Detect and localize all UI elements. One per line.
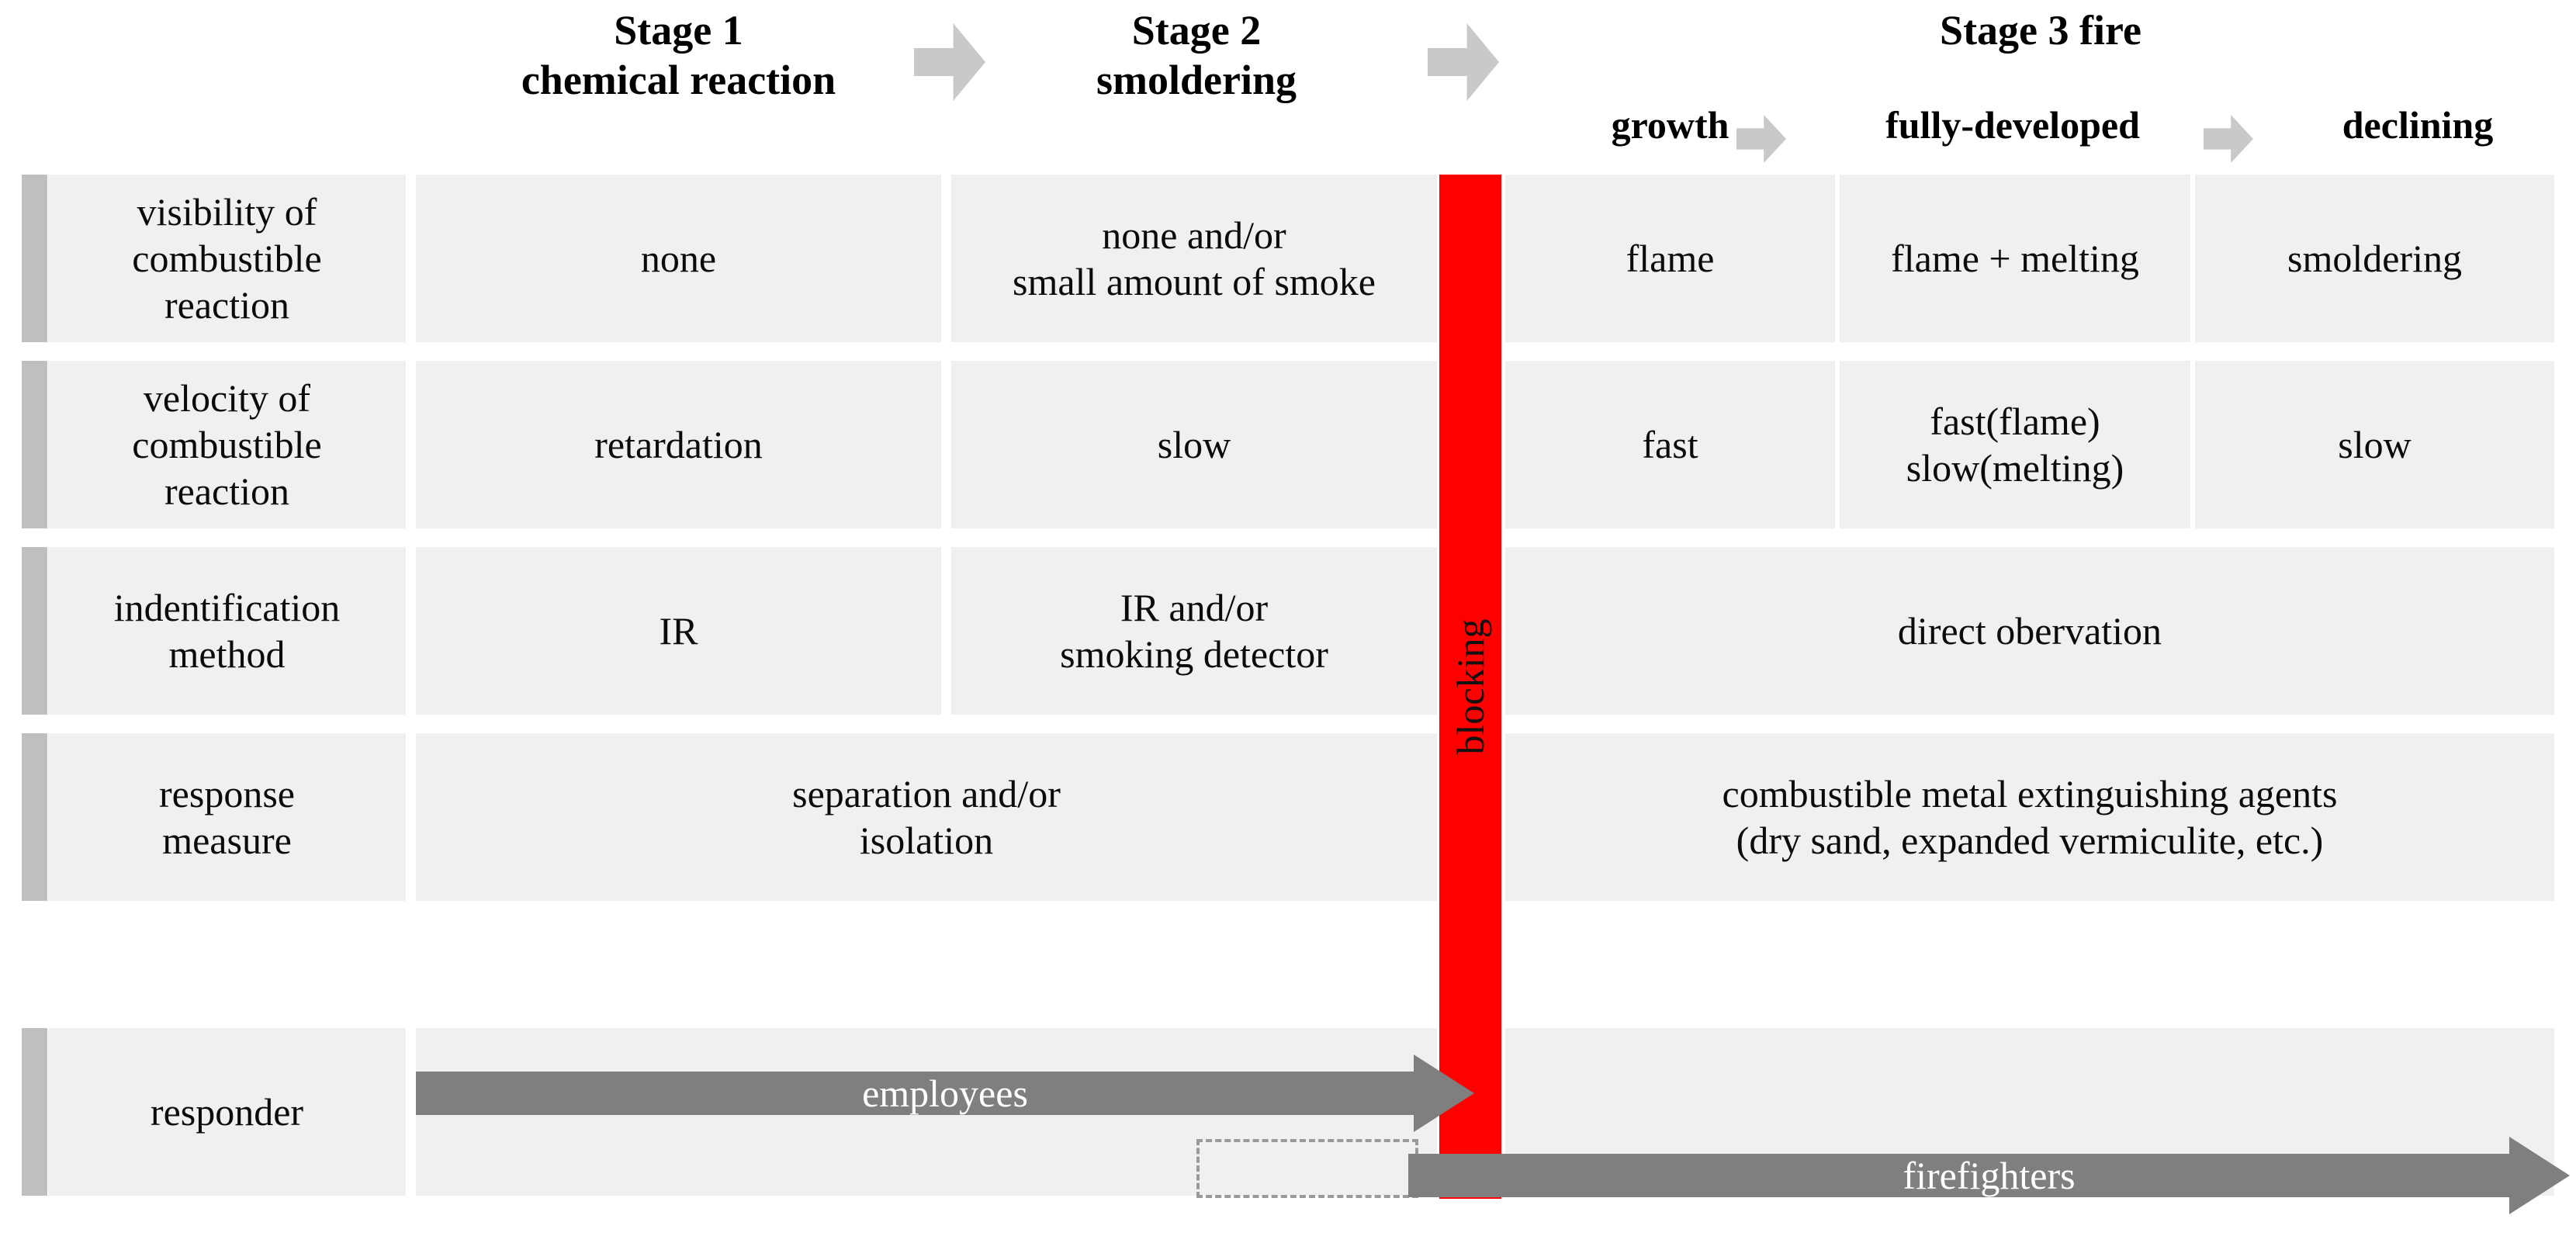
row-marker (22, 547, 47, 715)
stage-1-title: Stage 1 (614, 7, 743, 54)
stage-2-subtitle: smoldering (1096, 57, 1297, 103)
cell-response-stage3-merged: combustible metal extinguishing agents (… (1505, 733, 2554, 901)
row-marker (22, 361, 47, 528)
employees-arrow-label: employees (862, 1072, 1028, 1115)
cell-identification-stage2: IR and/or smoking detector (951, 547, 1437, 715)
dashed-placeholder-box (1196, 1139, 1418, 1198)
cell-visibility-stage1: none (416, 175, 941, 342)
right-block-arrow-icon-2 (1428, 23, 1499, 101)
row-label-responder: responder (48, 1028, 406, 1196)
cell-velocity-stage1: retardation (416, 361, 941, 528)
firefighters-arrow-label: firefighters (1903, 1154, 2076, 1197)
cell-visibility-declining: smoldering (2195, 175, 2554, 342)
cell-identification-stage3-merged: direct obervation (1505, 547, 2554, 715)
substage-growth-label: growth (1611, 103, 1729, 147)
blocking-label: blocking (1449, 618, 1492, 755)
cell-velocity-stage2: slow (951, 361, 1437, 528)
stage-2-title: Stage 2 (1131, 7, 1262, 54)
cell-response-stage12-merged: separation and/or isolation (416, 733, 1437, 901)
row-label-velocity: velocity of combustible reaction (48, 361, 406, 528)
row-label-identification: indentification method (48, 547, 406, 715)
stage-1-subtitle: chemical reaction (521, 57, 836, 103)
row-marker (22, 733, 47, 901)
cell-velocity-declining: slow (2195, 361, 2554, 528)
cell-velocity-growth: fast (1505, 361, 1835, 528)
substage-fully-developed-label: fully-developed (1885, 103, 2140, 147)
row-marker (22, 175, 47, 342)
cell-visibility-growth: flame (1505, 175, 1835, 342)
row-marker (22, 1028, 47, 1196)
row-label-response-measure: response measure (48, 733, 406, 901)
cell-visibility-fully-developed: flame + melting (1840, 175, 2190, 342)
stage-3-title: Stage 3 fire (1940, 7, 2141, 54)
cell-identification-stage1: IR (416, 547, 941, 715)
right-block-arrow-icon-4 (2204, 115, 2253, 163)
blocking-band: blocking (1439, 175, 1501, 1199)
stage-header: Stage 1 chemical reaction Stage 2 smolde… (0, 0, 2576, 175)
row-label-visibility: visibility of combustible reaction (48, 175, 406, 342)
cell-velocity-fully-developed: fast(flame) slow(melting) (1840, 361, 2190, 528)
substage-declining-label: declining (2342, 103, 2494, 147)
cell-visibility-stage2: none and/or small amount of smoke (951, 175, 1437, 342)
